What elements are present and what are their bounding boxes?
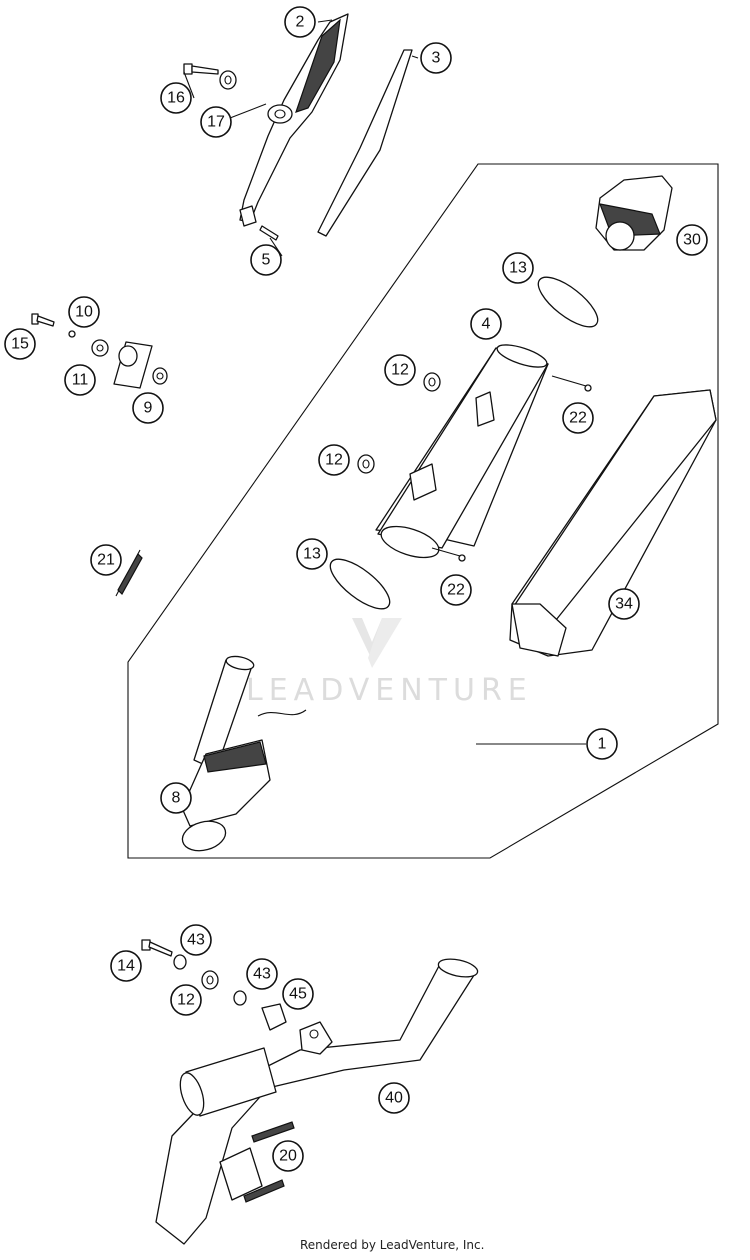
leader-lines — [183, 19, 586, 745]
leadventure-watermark: LEADVENTURE — [246, 618, 533, 708]
svg-text:21: 21 — [97, 552, 115, 569]
callout-43-b: 43 — [246, 958, 278, 990]
grommet-11 — [91, 339, 109, 357]
springs-20 — [243, 1121, 295, 1203]
callout-9: 9 — [132, 392, 164, 424]
callout-43-a: 43 — [180, 924, 212, 956]
callout-12-b: 12 — [318, 444, 350, 476]
svg-text:43: 43 — [187, 932, 205, 949]
silencer-body-34 — [509, 389, 717, 657]
gasket-13-top — [537, 276, 599, 328]
bolt-14 — [141, 939, 173, 957]
end-cap-30 — [595, 175, 673, 251]
screw-22-a — [551, 375, 587, 387]
svg-text:12: 12 — [177, 992, 195, 1009]
svg-text:20: 20 — [279, 1148, 297, 1165]
callout-11: 11 — [64, 364, 96, 396]
callout-13-bottom: 13 — [296, 538, 328, 570]
callout-5: 5 — [250, 244, 282, 276]
bracket-part — [239, 13, 349, 227]
svg-text:13: 13 — [509, 260, 527, 277]
svg-text:30: 30 — [683, 232, 701, 249]
svg-text:13: 13 — [303, 546, 321, 563]
callout-22-a: 22 — [562, 402, 594, 434]
svg-text:10: 10 — [75, 304, 93, 321]
callout-1: 1 — [586, 728, 618, 760]
svg-text:40: 40 — [385, 1090, 403, 1107]
callout-13-top: 13 — [502, 252, 534, 284]
svg-text:3: 3 — [432, 50, 441, 67]
svg-text:16: 16 — [167, 90, 185, 107]
callout-2: 2 — [284, 6, 316, 38]
svg-text:17: 17 — [207, 114, 225, 131]
svg-text:34: 34 — [615, 596, 633, 613]
screw-22-a-head — [584, 384, 592, 392]
render-credit: Rendered by LeadVenture, Inc. — [300, 1238, 485, 1252]
screw-22-b — [431, 547, 461, 557]
svg-text:2: 2 — [296, 14, 305, 31]
svg-text:12: 12 — [391, 362, 409, 379]
callout-40: 40 — [378, 1082, 410, 1114]
grommet-12-b — [357, 454, 375, 474]
svg-text:22: 22 — [447, 582, 465, 599]
callout-30: 30 — [676, 224, 708, 256]
callout-16: 16 — [160, 82, 192, 114]
clamp-9 — [113, 341, 168, 389]
callout-20: 20 — [272, 1140, 304, 1172]
screw-5 — [259, 225, 279, 241]
grommet-12-a — [423, 372, 441, 392]
callout-8: 8 — [160, 782, 192, 814]
nut-10 — [68, 330, 76, 338]
svg-text:1: 1 — [598, 736, 607, 753]
heat-shield-strip — [317, 49, 413, 237]
callout-12-a: 12 — [384, 354, 416, 386]
watermark-text: LEADVENTURE — [246, 673, 533, 708]
bolt-16 — [183, 63, 219, 75]
callout-21: 21 — [90, 544, 122, 576]
header-pipe-40 — [155, 958, 479, 1245]
grommet-12-c — [201, 970, 219, 990]
callout-15: 15 — [4, 328, 36, 360]
link-pipe-8 — [181, 655, 307, 852]
callout-4: 4 — [470, 308, 502, 340]
screw-22-b-head — [458, 554, 466, 562]
nut-45 — [261, 1003, 287, 1031]
svg-text:11: 11 — [72, 372, 89, 389]
svg-text:15: 15 — [11, 336, 29, 353]
svg-text:45: 45 — [289, 986, 307, 1003]
svg-text:14: 14 — [117, 958, 135, 975]
svg-text:22: 22 — [569, 410, 587, 427]
callout-10: 10 — [68, 296, 100, 328]
washer-43-a — [173, 954, 187, 970]
svg-text:43: 43 — [253, 966, 271, 983]
callout-14: 14 — [110, 950, 142, 982]
svg-text:8: 8 — [172, 790, 181, 807]
gasket-13-bottom — [329, 558, 391, 610]
callout-34: 34 — [608, 588, 640, 620]
svg-text:12: 12 — [325, 452, 343, 469]
washer-17 — [219, 70, 237, 90]
callout-22-b: 22 — [440, 574, 472, 606]
muffler-tube-4 — [375, 344, 549, 559]
spring-21 — [115, 549, 143, 597]
svg-text:4: 4 — [482, 316, 491, 333]
callout-45: 45 — [282, 978, 314, 1010]
silencer-assembly-outline — [127, 163, 719, 859]
callout-3: 3 — [420, 42, 452, 74]
callout-17: 17 — [200, 106, 232, 138]
washer-43-b — [233, 990, 247, 1006]
bolt-15 — [31, 313, 55, 327]
callout-12-c: 12 — [170, 984, 202, 1016]
svg-text:9: 9 — [144, 400, 153, 417]
svg-text:5: 5 — [262, 252, 271, 269]
